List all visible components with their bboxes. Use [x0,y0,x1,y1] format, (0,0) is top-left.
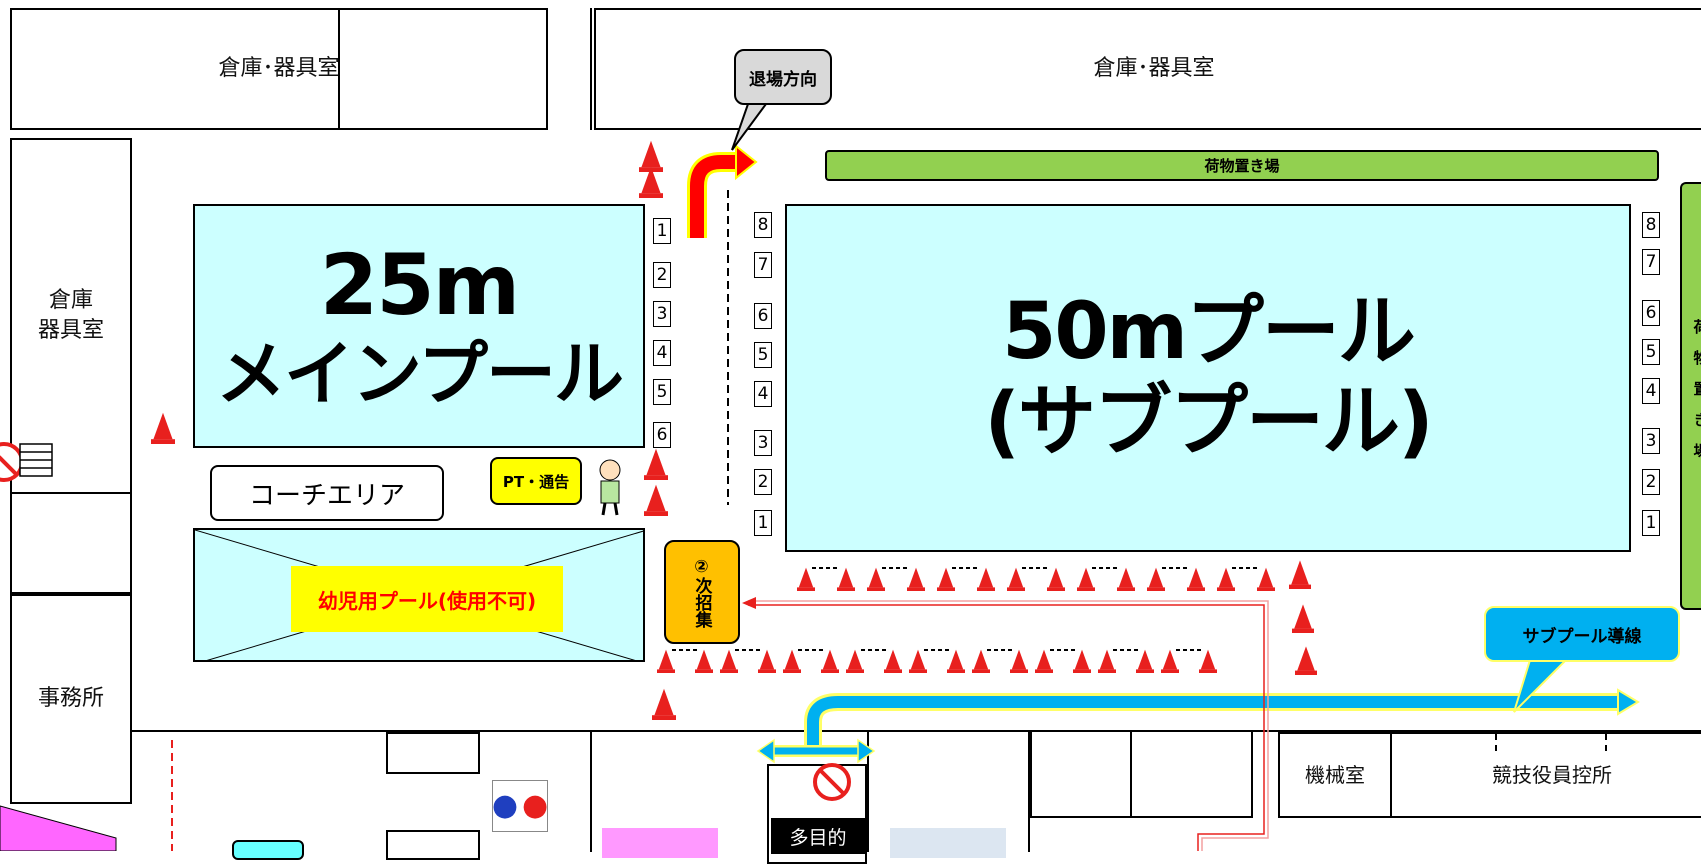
traffic-cone-base [652,715,676,720]
traffic-cone-base [1292,629,1314,633]
traffic-cone-icon [1294,604,1312,628]
traffic-cone-icon [974,650,988,670]
no-entry-icon [0,444,22,480]
traffic-cone-icon [911,650,925,670]
traffic-cone-base [1077,587,1095,591]
traffic-cone-icon [659,650,673,670]
traffic-cone-base [907,587,925,591]
traffic-cone-icon [1012,650,1026,670]
traffic-cone-base [720,669,738,673]
traffic-cone-base [644,475,668,480]
exit-direction-label: 退場方向 [749,65,817,90]
traffic-cone-icon [799,568,813,588]
traffic-cone-icon [153,413,172,439]
traffic-cone-icon [722,650,736,670]
traffic-cone-base [639,193,663,198]
traffic-cone-base [821,669,839,673]
traffic-cone-icon [1259,568,1273,588]
traffic-cone-icon [1189,568,1203,588]
traffic-cone-base [947,669,965,673]
no-entry-icon [815,765,849,799]
traffic-cone-base [1047,587,1065,591]
traffic-cone-icon [939,568,953,588]
traffic-cone-base [1161,669,1179,673]
traffic-cone-icon [1119,568,1133,588]
traffic-cone-base [1010,669,1028,673]
traffic-cone-base [151,439,175,444]
traffic-cone-icon [1219,568,1233,588]
traffic-cones [151,141,1317,720]
traffic-cone-icon [823,650,837,670]
traffic-cone-base [1073,669,1091,673]
traffic-cone-icon [697,650,711,670]
traffic-cone-base [797,587,815,591]
traffic-cone-icon [646,485,665,511]
traffic-cone-base [657,669,675,673]
traffic-cone-icon [1079,568,1093,588]
traffic-cone-base [909,669,927,673]
traffic-cone-base [695,669,713,673]
stairs-icon [20,444,52,476]
traffic-cone-base [937,587,955,591]
traffic-cone-icon [1037,650,1051,670]
staff-figure-icon [600,460,620,515]
subpool-route-label: サブプール導線 [1523,622,1642,647]
traffic-cone-base [837,587,855,591]
traffic-cone-icon [839,568,853,588]
traffic-cone-base [1289,585,1311,589]
traffic-cone-icon [1297,646,1315,670]
traffic-cone-icon [1009,568,1023,588]
traffic-cone-icon [949,650,963,670]
traffic-cone-base [1187,587,1205,591]
traffic-cone-icon [1201,650,1215,670]
traffic-cone-base [1199,669,1217,673]
traffic-cone-icon [909,568,923,588]
traffic-cone-icon [848,650,862,670]
traffic-cone-base [644,511,668,516]
traffic-cone-icon [641,141,660,167]
traffic-cone-base [1035,669,1053,673]
traffic-cone-icon [1100,650,1114,670]
traffic-cone-base [783,669,801,673]
traffic-cone-icon [979,568,993,588]
traffic-cone-base [1098,669,1116,673]
traffic-cone-icon [1138,650,1152,670]
traffic-cone-base [1217,587,1235,591]
traffic-cone-base [1257,587,1275,591]
traffic-cone-icon [1049,568,1063,588]
traffic-cone-icon [1163,650,1177,670]
traffic-cone-base [1117,587,1135,591]
traffic-cone-base [884,669,902,673]
traffic-cone-base [1295,671,1317,675]
traffic-cone-icon [869,568,883,588]
traffic-cone-base [867,587,885,591]
traffic-cone-base [846,669,864,673]
traffic-cone-base [758,669,776,673]
traffic-cone-base [1007,587,1025,591]
traffic-cone-icon [785,650,799,670]
traffic-cone-icon [1075,650,1089,670]
traffic-cone-icon [1149,568,1163,588]
traffic-cone-icon [646,449,665,475]
exit-direction-callout: 退場方向 [734,49,832,105]
traffic-cone-icon [760,650,774,670]
traffic-cone-base [1147,587,1165,591]
traffic-cone-icon [886,650,900,670]
traffic-cone-icon [654,689,673,715]
subpool-route-callout: サブプール導線 [1484,606,1680,662]
traffic-cone-icon [1291,560,1309,584]
traffic-cone-base [977,587,995,591]
traffic-cone-base [1136,669,1154,673]
traffic-cone-base [972,669,990,673]
